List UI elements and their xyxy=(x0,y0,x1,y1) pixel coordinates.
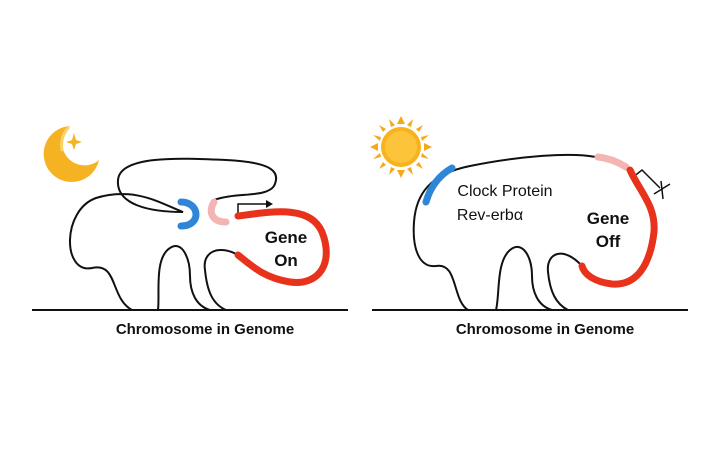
gene-on-label-line2: On xyxy=(274,251,298,270)
transcription-arrow xyxy=(237,203,266,214)
gene-off-label-line1: Gene xyxy=(587,209,630,228)
clock-protein-label-line1: Clock Protein xyxy=(457,183,552,200)
clock-protein-label-line2: Rev-erbα xyxy=(457,207,523,224)
gene-on xyxy=(234,208,330,286)
gene-off xyxy=(578,166,658,288)
gene-on-label-line1: Gene xyxy=(265,228,308,247)
enhancer-site-right xyxy=(594,153,630,171)
left-caption: Chromosome in Genome xyxy=(116,321,294,338)
right-panel: Clock Protein Rev-erbα Gene Off Chromoso… xyxy=(370,116,688,338)
sun-icon xyxy=(370,116,432,178)
transcription-arrowhead xyxy=(266,200,273,208)
gene-off-label-line2: Off xyxy=(596,232,621,251)
dna-strand-right xyxy=(157,245,239,311)
block-mark-2 xyxy=(660,180,664,200)
enhancer-site xyxy=(207,198,230,226)
left-panel: Gene On Chromosome in Genome xyxy=(32,126,348,338)
right-caption: Chromosome in Genome xyxy=(456,321,634,338)
clock-protein-bound xyxy=(422,164,456,206)
moon-icon xyxy=(43,126,99,182)
dna-strand-right-2 xyxy=(495,246,583,311)
clock-protein-site xyxy=(177,198,200,230)
dna-strand xyxy=(69,157,278,311)
